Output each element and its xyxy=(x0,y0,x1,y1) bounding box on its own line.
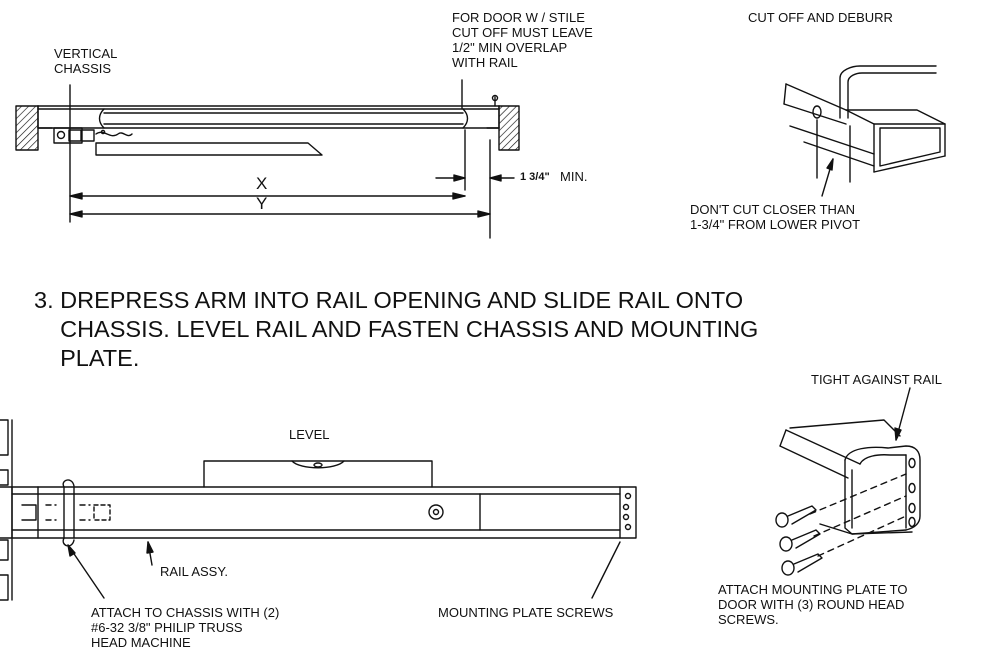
mounting-plate-detail xyxy=(775,387,921,576)
step-3-instruction: 3. DREPRESS ARM INTO RAIL OPENING AND SL… xyxy=(34,287,759,371)
left-jamb-hatch xyxy=(15,105,39,151)
attach-plate-label: ATTACH MOUNTING PLATE TO DOOR WITH (3) R… xyxy=(718,582,908,627)
screw-3 xyxy=(781,553,823,576)
stile-note-label: FOR DOOR W / STILE CUT OFF MUST LEAVE 1/… xyxy=(452,10,593,70)
mounting-screws-label: MOUNTING PLATE SCREWS xyxy=(438,605,614,620)
cut-off-label: CUT OFF AND DEBURR xyxy=(748,10,893,25)
dont-cut-label: DON'T CUT CLOSER THAN 1-3/4" FROM LOWER … xyxy=(690,202,861,232)
dimension-y-label: Y xyxy=(256,194,268,213)
dimension-x-label: X xyxy=(256,174,268,193)
min-dimension-number: 1 3/4" xyxy=(520,171,550,183)
level-label: LEVEL xyxy=(289,427,330,442)
rail-elevation xyxy=(0,419,637,601)
rail-assy-label: RAIL ASSY. xyxy=(160,564,228,579)
right-jamb-hatch xyxy=(498,105,520,151)
screw-2 xyxy=(779,529,821,552)
vertical-chassis-label: VERTICAL CHASSIS xyxy=(54,46,118,76)
min-dimension-word: MIN. xyxy=(560,169,588,184)
tight-against-rail-label: TIGHT AGAINST RAIL xyxy=(811,372,942,387)
rail-cutoff-detail xyxy=(783,65,946,197)
attach-chassis-label: ATTACH TO CHASSIS WITH (2) #6-32 3/8" PH… xyxy=(91,605,280,650)
screw-1 xyxy=(775,505,817,528)
header-plan-view xyxy=(15,79,520,239)
